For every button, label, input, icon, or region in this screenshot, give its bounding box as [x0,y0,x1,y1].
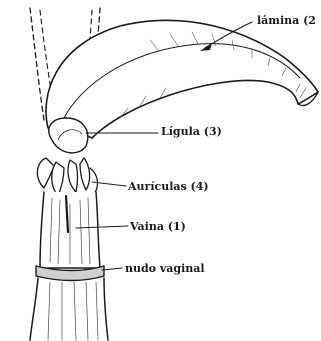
auriculas-label: Aurículas (4) [128,181,209,192]
ligula-label: Lígula (3) [161,126,222,137]
leaf-blade [46,20,318,138]
ligule [49,118,88,153]
nudo-vaginal-label: nudo vaginal [125,263,205,274]
vaina-label: Vaina (1) [130,221,186,232]
auricles [37,158,97,196]
culm-lower-right [104,278,108,340]
culm-lower-left [30,278,38,340]
lamina-label: lámina (2 [257,15,316,26]
leader-nudo [102,268,122,270]
dashed-culm-line-left [30,8,44,120]
